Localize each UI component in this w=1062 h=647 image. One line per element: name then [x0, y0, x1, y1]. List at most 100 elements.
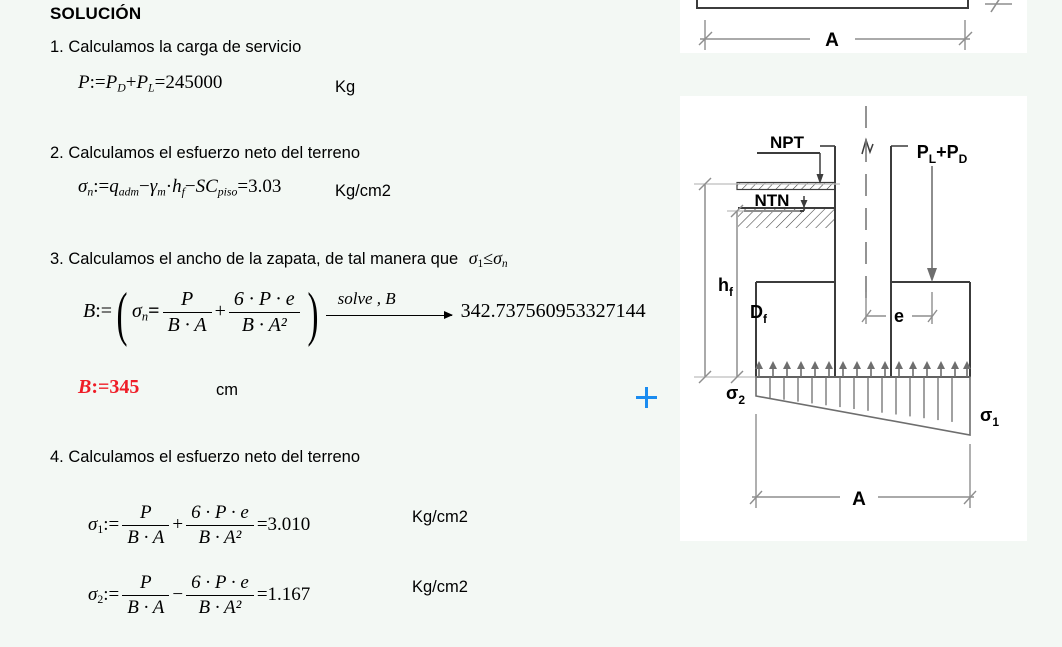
ntn-arrow-icon	[800, 200, 808, 208]
step-3-label: 3. Calculamos el ancho de la zapata, de …	[50, 248, 508, 270]
hf-label-main: h	[718, 275, 729, 295]
eq2-sigma-sub: n	[87, 185, 94, 199]
eq1-pd: P	[105, 72, 118, 93]
eq5-fraction-1: P B · A	[122, 502, 170, 549]
eq2-assign: :=	[93, 176, 110, 197]
eq5-assign: :=	[103, 513, 120, 535]
load-label-p1: P	[917, 142, 929, 162]
eq3-result: 342.737560953327144	[460, 300, 646, 323]
equation-2[interactable]: σn:=qadm−γm·hf−SCpiso=3.03	[78, 176, 281, 199]
eq2-sc-sub: piso	[217, 185, 238, 199]
eq6-assign: :=	[103, 583, 120, 605]
eq5-equals: =	[256, 513, 268, 535]
equation-4[interactable]: B:=345	[78, 376, 139, 399]
right-paren: )	[307, 280, 319, 347]
eq6-fraction-1: P B · A	[122, 572, 170, 619]
equation-1[interactable]: P:=PD+PL=245000	[78, 72, 222, 95]
sigma2-main: σ	[726, 383, 738, 403]
dim-slash-left	[698, 31, 713, 46]
worksheet-area[interactable]: SOLUCIÓN 1. Calculamos la carga de servi…	[0, 0, 680, 647]
step-1-label: 1. Calculamos la carga de servicio	[50, 38, 302, 56]
eq3-sigma: σ	[132, 300, 142, 323]
eq2-h: h	[172, 176, 182, 197]
eq1-pl: P	[136, 72, 149, 93]
equation-3[interactable]: B:=(σn= P B · A + 6 · P · e B · A² ) sol…	[83, 280, 646, 347]
cond-sigma1: σ	[468, 248, 478, 268]
eq2-unit: Kg/cm2	[335, 182, 391, 200]
eq3-assign: :=	[95, 300, 113, 323]
equation-5[interactable]: σ1:= P B · A + 6 · P · e B · A² =3.010	[88, 502, 310, 549]
eq6-op: −	[172, 583, 184, 605]
plan-view-panel[interactable]: A	[680, 0, 1027, 53]
step-3-condition: σ1≤σn	[463, 248, 508, 271]
eq2-gamma: γ	[149, 176, 158, 197]
eq4-result: 345	[109, 376, 140, 398]
eq3-inner-eq: =	[148, 300, 160, 323]
hf-tick-bottom	[698, 370, 712, 384]
eq2-gamma-sub: m	[157, 185, 166, 199]
eq6-equals: =	[256, 583, 268, 605]
eq5-unit: Kg/cm2	[412, 508, 468, 526]
eq5-f1-num: P	[140, 502, 152, 523]
section-view-panel[interactable]: NPT NTN PL+PD hf	[680, 96, 1027, 541]
eq1-plus: +	[125, 72, 137, 93]
eq5-sigma-sub: 1	[97, 523, 104, 537]
eq2-sigma: σ	[78, 176, 88, 197]
eq5-f2-den: B · A²	[186, 525, 254, 549]
eq1-assign: :=	[89, 72, 106, 93]
e-tick-right	[927, 309, 938, 323]
footing-guide	[756, 282, 835, 377]
cond-sigma1-sub: 1	[477, 258, 484, 271]
df-label-sub: f	[763, 312, 768, 326]
floor-slab-hatch	[736, 181, 836, 191]
eq5-fraction-2: 6 · P · e B · A²	[186, 502, 254, 549]
hf-tick-top	[698, 177, 712, 191]
eq3-fraction-2: 6 · P · e B · A²	[228, 288, 300, 337]
eq1-equals: =	[154, 72, 166, 93]
eq6-f2-num: 6 · P · e	[191, 572, 249, 593]
eq5-result: 3.010	[267, 513, 311, 535]
df-tick-top	[730, 204, 744, 218]
hf-label: hf	[718, 275, 734, 299]
eq4-lhs: B	[78, 376, 92, 398]
eq3-fraction-1: P B · A	[162, 288, 212, 337]
plan-view-svg: A	[696, 0, 1012, 51]
cond-leq: ≤	[483, 248, 494, 268]
eq2-h-sub: f	[181, 185, 185, 199]
eq6-f2-den: B · A²	[186, 595, 254, 619]
step-4-label: 4. Calculamos el esfuerzo neto del terre…	[50, 448, 361, 466]
eq6-sigma-sub: 2	[97, 593, 104, 607]
eq1-result: 245000	[165, 72, 223, 93]
pressure-division-lines	[769, 377, 953, 422]
eq3-plus: +	[214, 300, 226, 323]
eq3-f1-den: B · A	[162, 312, 212, 337]
pressure-arrow-heads	[755, 361, 971, 369]
eq2-sc: SC	[195, 176, 218, 197]
break-symbol-icon	[861, 137, 874, 155]
eq1-unit: Kg	[335, 78, 356, 96]
eq2-result: 3.03	[248, 176, 282, 197]
eq6-unit: Kg/cm2	[412, 578, 468, 596]
dim-slash-right	[958, 31, 973, 46]
natural-ground-hatch	[738, 208, 835, 228]
left-paren: (	[116, 280, 128, 347]
df-label-main: D	[750, 302, 763, 322]
ntn-label: NTN	[755, 191, 790, 210]
eq3-f2-num: 6 · P · e	[233, 288, 295, 310]
load-arrow-icon	[927, 268, 937, 282]
e-tick-left	[861, 309, 872, 323]
solve-operator[interactable]: solve , B	[325, 289, 458, 333]
eq3-lhs: B	[83, 300, 96, 323]
equation-6[interactable]: σ2:= P B · A − 6 · P · e B · A² =1.167	[88, 572, 310, 619]
page-title: SOLUCIÓN	[50, 4, 142, 23]
eq6-sigma: σ	[88, 583, 98, 605]
eq5-sigma: σ	[88, 513, 98, 535]
sigma2-sub: 2	[738, 393, 745, 407]
eq6-result: 1.167	[267, 583, 311, 605]
load-label-sub1: L	[929, 152, 936, 166]
df-label: Df	[750, 302, 768, 326]
sigma1-label: σ1	[980, 405, 999, 429]
eq6-f1-den: B · A	[122, 595, 170, 619]
step-3-text: 3. Calculamos el ancho de la zapata, de …	[50, 250, 459, 268]
